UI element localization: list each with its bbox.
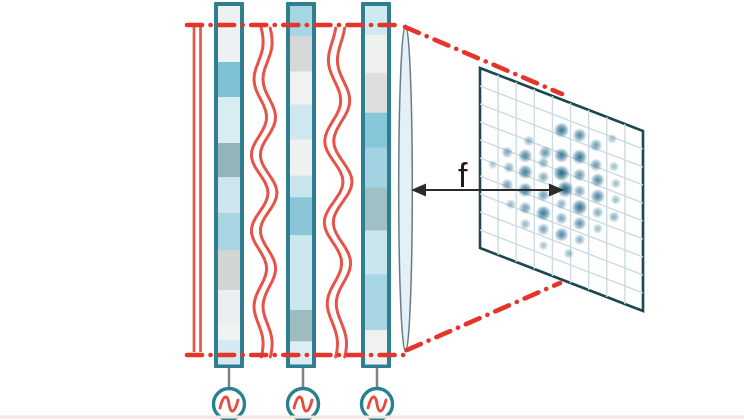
- zoom-dashdot-lines: [184, 22, 565, 358]
- baseline-stripe: [0, 415, 744, 419]
- lens: [397, 24, 414, 353]
- diffraction-dots: [487, 122, 622, 259]
- focal-length-label: f: [458, 157, 468, 195]
- modulated-wavefronts: [249, 26, 354, 359]
- focal-length-arrow: [411, 183, 564, 197]
- input-plane-wavefront: [192, 27, 202, 352]
- modulator-bars: [214, 2, 391, 368]
- signal-generators: [211, 368, 395, 420]
